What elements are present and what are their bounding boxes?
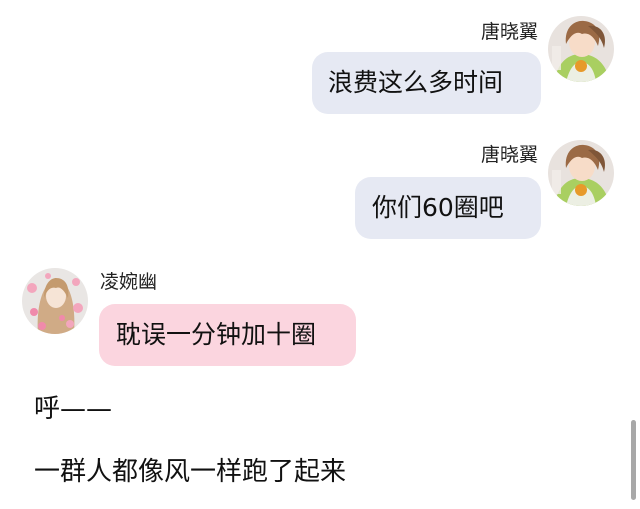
message-bubble[interactable]: 耽误一分钟加十圈	[99, 304, 356, 366]
narration-line: 一群人都像风一样跑了起来	[34, 457, 347, 487]
message-bubble[interactable]: 浪费这么多时间	[312, 52, 541, 114]
pink-flower-character-avatar-icon[interactable]	[22, 268, 88, 334]
green-character-avatar-icon[interactable]	[548, 140, 614, 206]
sender-name: 唐晓翼	[480, 21, 538, 43]
narration-line: 呼——	[34, 394, 113, 424]
scrollbar[interactable]	[631, 420, 636, 500]
message-bubble[interactable]: 你们60圈吧	[355, 177, 541, 239]
sender-name: 凌婉幽	[100, 271, 158, 293]
green-character-avatar-icon[interactable]	[548, 16, 614, 82]
sender-name: 唐晓翼	[480, 144, 538, 166]
